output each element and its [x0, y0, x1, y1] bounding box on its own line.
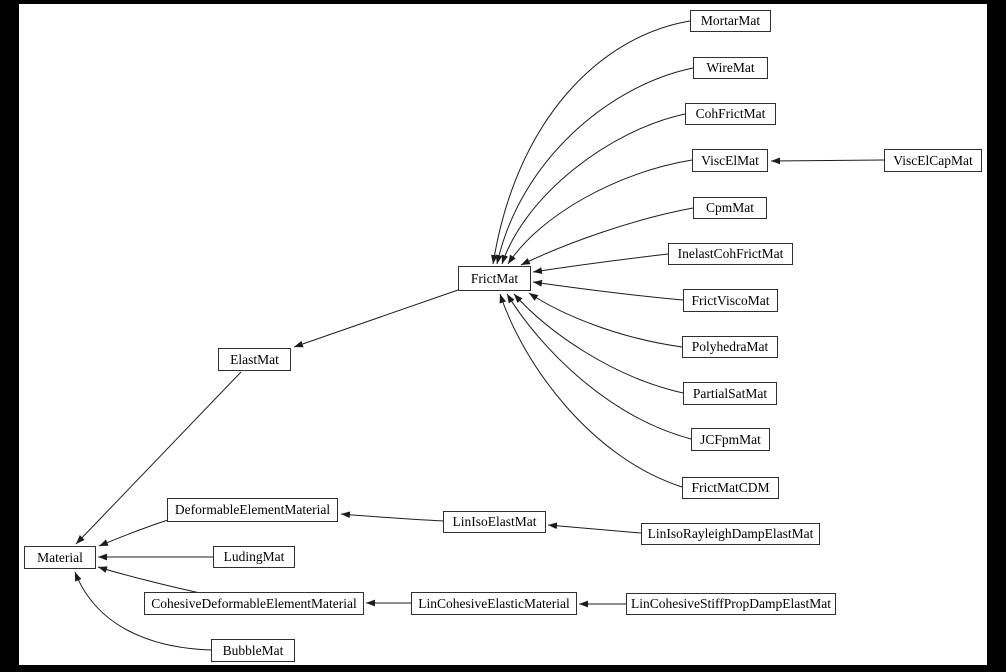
class-node-partialsatmat[interactable]: PartialSatMat: [683, 382, 777, 405]
edge-deformableelementmaterial-to-material: [98, 519, 169, 547]
class-node-viscelmat[interactable]: ViscElMat: [692, 149, 768, 172]
class-node-lincohesiveelasticmaterial[interactable]: LinCohesiveElasticMaterial: [411, 592, 577, 615]
edge-frictmatcdm-to-frictmat: [499, 293, 683, 488]
edge-cohesivedeformableelementmaterial-to-material: [97, 566, 201, 594]
class-node-wiremat[interactable]: WireMat: [693, 57, 768, 79]
class-node-frictmatcdm[interactable]: FrictMatCDM: [682, 477, 779, 499]
edge-inelastcohfrictmat-to-frictmat: [532, 253, 669, 274]
edge-cpmmat-to-frictmat: [520, 207, 694, 266]
edge-bubblemat-to-material: [74, 571, 212, 651]
edge-partialsatmat-to-frictmat: [513, 293, 684, 394]
edge-frictmat-to-elastmat: [293, 289, 459, 348]
class-node-frictviscomat[interactable]: FrictViscoMat: [683, 289, 778, 312]
edge-polyhedramat-to-frictmat: [528, 292, 683, 348]
class-node-polyhedramat[interactable]: PolyhedraMat: [682, 336, 778, 358]
diagram-canvas: [19, 4, 987, 665]
class-node-frictmat[interactable]: FrictMat: [458, 266, 531, 291]
edge-frictviscomat-to-frictmat: [532, 279, 684, 301]
class-node-linisoelastmat[interactable]: LinIsoElastMat: [443, 511, 546, 533]
class-node-mortarmat[interactable]: MortarMat: [690, 10, 771, 32]
edge-viscelcapmat-to-viscelmat: [770, 157, 885, 165]
class-node-lincohesivestiffpropdampelastmat[interactable]: LinCohesiveStiffPropDampElastMat: [626, 593, 836, 615]
class-node-bubblemat[interactable]: BubbleMat: [211, 639, 295, 662]
edge-linisorayleighdampelastmat-to-linisoelastmat: [547, 522, 642, 534]
edge-linisoelastmat-to-deformableelementmaterial: [340, 511, 444, 522]
edge-mortarmat-to-frictmat: [491, 20, 691, 265]
class-node-jcfpmmat[interactable]: JCFpmMat: [691, 428, 770, 451]
class-node-inelastcohfrictmat[interactable]: InelastCohFrictMat: [668, 243, 793, 265]
edge-jcfpmmat-to-frictmat: [506, 293, 692, 440]
edge-viscelmat-to-frictmat: [507, 159, 693, 265]
class-node-linisorayleighdampelastmat[interactable]: LinIsoRayleighDampElastMat: [641, 523, 820, 545]
class-node-cohesivedeformableelementmaterial[interactable]: CohesiveDeformableElementMaterial: [144, 592, 364, 615]
class-node-elastmat[interactable]: ElastMat: [218, 348, 291, 371]
class-node-cpmmat[interactable]: CpmMat: [693, 197, 767, 219]
class-node-material[interactable]: Material: [24, 546, 96, 569]
class-node-deformableelementmaterial[interactable]: DeformableElementMaterial: [167, 498, 338, 522]
edge-wiremat-to-frictmat: [495, 67, 694, 265]
edge-cohfrictmat-to-frictmat: [501, 113, 686, 265]
edge-elastmat-to-material: [75, 371, 242, 545]
class-node-ludingmat[interactable]: LudingMat: [213, 546, 295, 568]
class-node-viscelcapmat[interactable]: ViscElCapMat: [884, 149, 982, 172]
class-node-cohfrictmat[interactable]: CohFrictMat: [685, 103, 776, 125]
